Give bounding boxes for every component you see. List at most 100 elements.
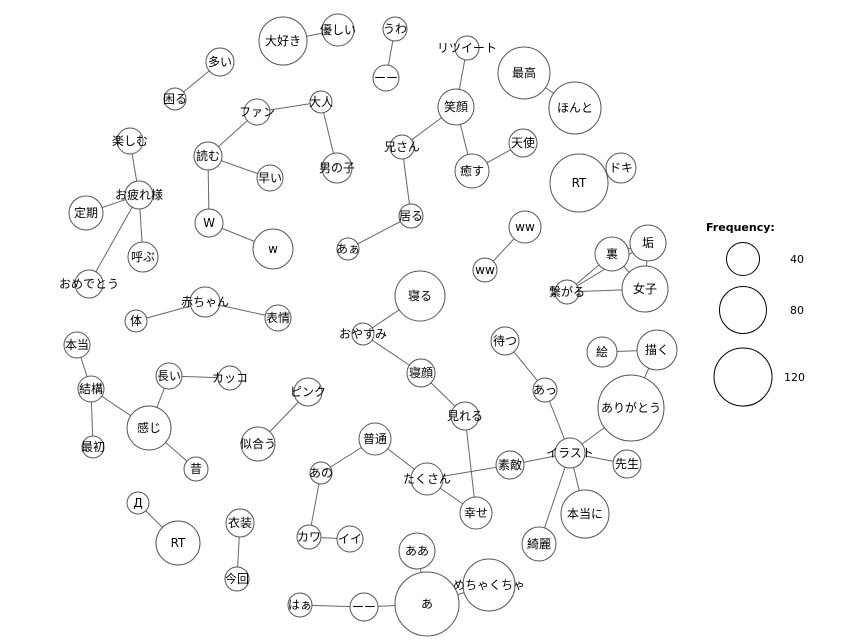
- node-yasashii: 優しい: [320, 13, 356, 47]
- node-label-e: 絵: [596, 344, 608, 359]
- node-label-rt2: RT: [171, 536, 186, 550]
- legend-value-medium: 80: [790, 304, 804, 317]
- nodes-layer: 大好き優しいうわーーリツイート最高ほんと多い困るファン大人笑顔楽しむ読む早い男の…: [59, 13, 678, 637]
- node-e: 絵: [586, 336, 618, 368]
- node-label-hayai: 早い: [258, 171, 282, 185]
- node-mukashi: 昔: [183, 456, 209, 482]
- node-circle-oyasumi: [351, 322, 375, 346]
- node-dashdash1: ーー: [372, 64, 400, 92]
- node-label-ura: 裏: [606, 246, 618, 261]
- node-circle-saikou: [497, 46, 551, 100]
- node-circle-joshi: [621, 265, 669, 313]
- node-circle-hontou: [63, 331, 91, 359]
- node-circle-mireru: [450, 401, 480, 431]
- node-label-w: w: [268, 242, 278, 256]
- node-circle-mechakucha: [462, 558, 516, 612]
- node-label-arigatou: ありがとう: [601, 400, 661, 415]
- node-oyasumi: おやすみ: [339, 322, 387, 346]
- node-ww: ww: [508, 210, 542, 244]
- node-circle-aa1: [336, 237, 360, 261]
- node-label-retweet: リツイート: [437, 41, 497, 55]
- node-circle-dashdash1: [372, 64, 400, 92]
- node-niau: 似合う: [240, 426, 276, 462]
- node-circle-a2: [532, 377, 558, 403]
- node-circle-nagai: [155, 362, 183, 390]
- node-label-aka: 垢: [642, 236, 654, 250]
- node-circle-takusan: [410, 462, 444, 496]
- node-circle-iyasu: [454, 153, 490, 189]
- node-circle-w: [252, 228, 294, 270]
- node-label-tanoshimu: 楽しむ: [112, 134, 148, 148]
- node-ura: 裏: [594, 236, 630, 272]
- node-label-konkai: 今回: [225, 571, 249, 586]
- node-circle-shiawase: [459, 496, 493, 530]
- node-label-ishou: 衣装: [228, 515, 252, 530]
- node-circle-e: [586, 336, 618, 368]
- node-label-daisuki: 大好き: [265, 34, 301, 48]
- node-label-nagai: 長い: [157, 369, 181, 383]
- node-label-mechakucha: めちゃくちゃ: [453, 578, 525, 592]
- node-label-haa: はぁ: [288, 598, 312, 612]
- node-futsuu: 普通: [358, 422, 392, 456]
- node-takusan: たくさん: [403, 462, 451, 496]
- node-circle-matsu: [490, 326, 520, 356]
- node-circle-hontouni: [560, 489, 610, 539]
- node-label-a2: あっ: [533, 383, 557, 397]
- node-label-otokonoko: 男の子: [319, 161, 355, 175]
- node-circle-yomu: [193, 141, 223, 171]
- node-circle-haa: [287, 592, 313, 618]
- node-label-hontou: 本当: [65, 338, 89, 352]
- node-circle-negao: [406, 358, 436, 388]
- node-circle-rt2: [155, 520, 201, 566]
- node-neru: 寝る: [394, 270, 446, 322]
- node-label-kawa: カワ: [297, 530, 321, 544]
- node-kekkou: 結構: [77, 375, 105, 403]
- node-label-suteki: 素敵: [498, 457, 522, 472]
- node-label-egaku: 描く: [645, 343, 669, 357]
- node-a1: あ: [394, 571, 460, 637]
- node-suteki: 素敵: [495, 450, 525, 480]
- node-w: w: [252, 228, 294, 270]
- node-label-ooi: 多い: [208, 55, 232, 69]
- node-circle-kakko: [217, 365, 243, 391]
- node-joshi: 女子: [621, 265, 669, 313]
- node-circle-a1: [394, 571, 460, 637]
- node-label-kanji: 感じ: [137, 420, 161, 435]
- node-circle-W: [194, 208, 224, 238]
- legend-circle-small: [726, 242, 760, 276]
- node-circle-tanoshimu: [116, 127, 144, 155]
- node-label-neru: 寝る: [408, 288, 432, 303]
- node-rt2: RT: [155, 520, 201, 566]
- edge-otsukaresama-omedetou: [88, 194, 140, 285]
- node-aa1: あぁ: [336, 237, 360, 261]
- node-label-hyoujou: 表情: [266, 311, 290, 325]
- node-label-de: Д: [133, 496, 142, 510]
- node-label-yasashii: 優しい: [320, 23, 356, 37]
- node-circle-mukashi: [183, 456, 209, 482]
- node-circle-otona: [309, 90, 333, 114]
- node-label-komaru: 困る: [163, 92, 187, 106]
- node-yomu: 読む: [193, 141, 223, 171]
- node-circle-iru: [398, 203, 424, 229]
- node-iyasu: 癒す: [454, 153, 490, 189]
- node-negao: 寝顔: [406, 358, 436, 388]
- node-label-yomu: 読む: [196, 148, 220, 163]
- node-circle-aa2: [398, 532, 436, 570]
- node-kakko: カッコ: [212, 365, 248, 391]
- node-nagai: 長い: [155, 362, 183, 390]
- node-circle-otsukaresama: [124, 180, 154, 210]
- node-ww2: ww: [472, 257, 498, 283]
- node-illust: イラスト: [546, 437, 594, 469]
- node-label-joshi: 女子: [633, 281, 657, 296]
- node-circle-kirei: [521, 526, 557, 562]
- node-label-iru: 居る: [399, 209, 423, 223]
- legend-value-small: 40: [790, 253, 804, 266]
- node-fan: ファン: [239, 98, 275, 126]
- node-uwa: うわ: [382, 16, 408, 42]
- node-circle-niau: [240, 426, 276, 462]
- node-label-takusan: たくさん: [403, 472, 451, 486]
- node-label-ii: イイ: [338, 532, 362, 546]
- node-label-otsukaresama: お疲れ様: [115, 187, 163, 202]
- node-ooi: 多い: [205, 47, 235, 77]
